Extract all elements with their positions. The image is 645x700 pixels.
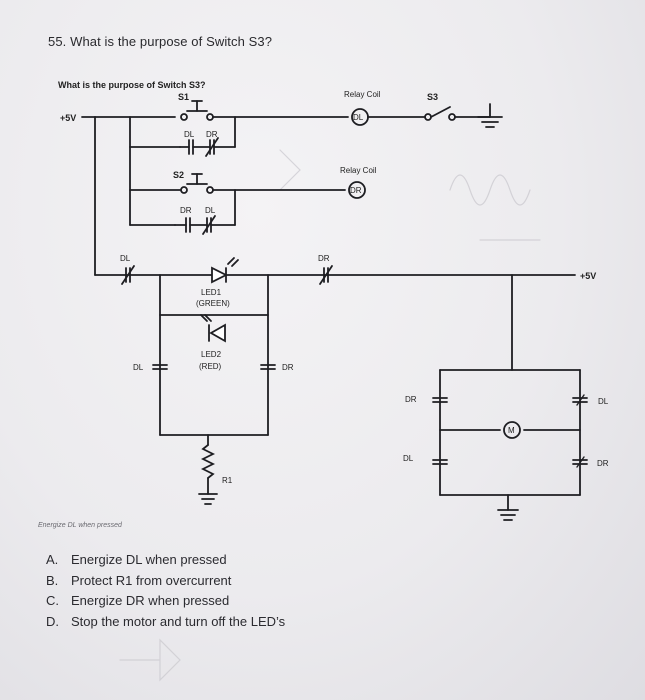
led1-color-label: (GREEN) [196,299,230,308]
bus-dr-contact-label: DR [318,254,330,263]
answer-text: Stop the motor and turn off the LED’s [71,613,286,629]
motor-label: M [508,426,515,435]
faint-caption: Energize DL when pressed [38,522,122,529]
coil-dr-tag: DR [350,186,362,195]
answer-text: Energize DR when pressed [71,593,230,608]
answer-option-b[interactable]: B. Protect R1 from overcurrent [46,571,285,592]
question-title: 55. What is the purpose of Switch S3? [48,34,273,49]
s3-label: S3 [427,92,438,102]
answer-letter: B. [46,572,59,588]
contact-dl-s1-label: DL [184,130,195,139]
motor-dl-left-label: DL [403,454,414,463]
motor-dr-left-label: DR [405,395,417,404]
answer-text: Energize DL when pressed [71,552,227,567]
relay-coil-dr-label: Relay Coil [340,166,377,175]
answer-text: Protect R1 from overcurrent [71,572,232,588]
relay-coil-dl-label: Relay Coil [344,90,381,99]
answer-letter: A. [46,552,59,567]
answer-letter: C. [46,593,59,608]
contact-dl-s2-label: DL [205,206,216,215]
answer-option-d[interactable]: D. Stop the motor and turn off the LED’s [46,612,285,633]
led2-color-label: (RED) [199,362,222,371]
answer-options: A. Energize DL when pressed B. Protect R… [46,550,285,632]
coil-dl-tag: DL [353,113,364,122]
answer-letter: D. [46,613,59,629]
contact-dr-s2-label: DR [180,206,192,215]
motor-dr-right-label: DR [597,459,609,468]
answer-option-c[interactable]: C. Energize DR when pressed [46,591,285,612]
led2-label: LED2 [201,350,222,359]
led1-label: LED1 [201,288,222,297]
inner-question-title: What is the purpose of Switch S3? [58,80,206,90]
led-dl-cap-label: DL [133,363,144,372]
bus-dl-contact-label: DL [120,254,131,263]
supply-left-label: +5V [60,113,76,123]
motor-dl-right-label: DL [598,397,609,406]
s1-label: S1 [178,92,189,102]
r1-label: R1 [222,476,233,485]
answer-option-a[interactable]: A. Energize DL when pressed [46,550,285,571]
contact-dr-s1-label: DR [206,130,218,139]
supply-right-label: +5V [580,271,596,281]
s2-label: S2 [173,170,184,180]
led-dr-cap-label: DR [282,363,294,372]
